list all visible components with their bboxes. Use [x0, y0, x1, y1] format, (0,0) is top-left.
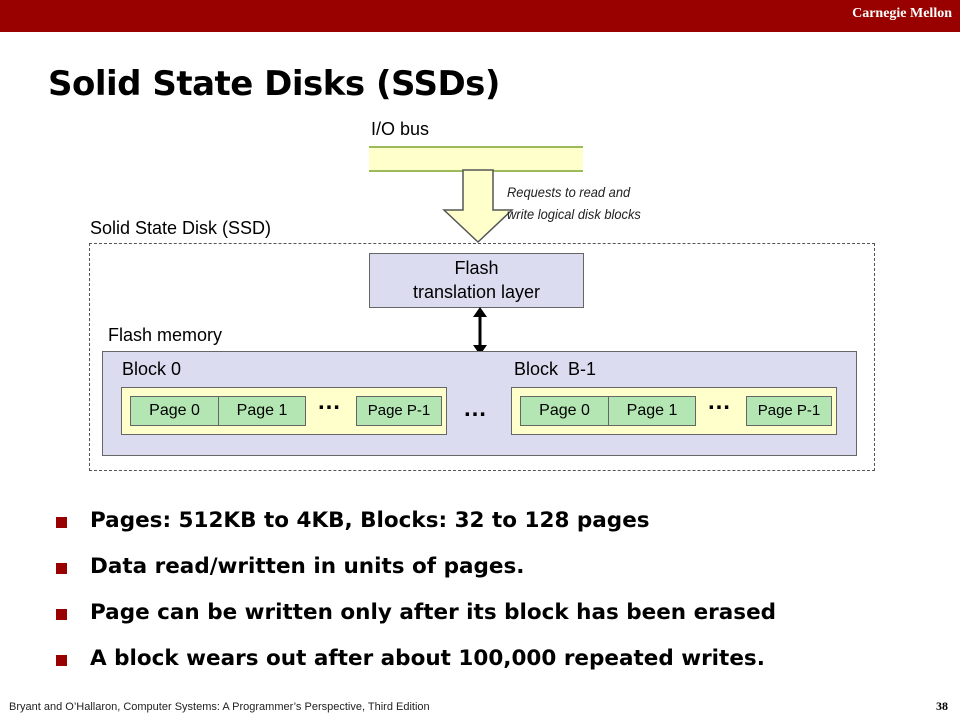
slide-number: 38 [936, 699, 948, 713]
requests-note: Requests to read and write logical disk … [507, 181, 641, 225]
flash-memory-label: Flash memory [108, 325, 223, 345]
page-p-1: Page P-1 [746, 396, 832, 426]
request-arrow [442, 169, 514, 244]
bullet-list: Pages: 512KB to 4KB, Blocks: 32 to 128 p… [56, 508, 776, 692]
block-0-label: Block 0 [122, 359, 182, 379]
bidirectional-arrow [473, 307, 487, 355]
slide-title: Solid State Disks (SSDs) [48, 64, 500, 104]
ftl-line-2: translation layer [412, 282, 541, 302]
bullet-item: Pages: 512KB to 4KB, Blocks: 32 to 128 p… [56, 508, 776, 554]
ssd-label: Solid State Disk (SSD) [90, 218, 272, 238]
bullet-text: Data read/written in units of pages. [90, 554, 525, 579]
block-b-1-label: Block B-1 [514, 359, 597, 379]
io-bus-label: I/O bus [371, 119, 430, 139]
ssd-boundary [89, 243, 875, 471]
requests-note-line-1: Requests to read and [507, 184, 631, 200]
page-1: Page 1 [608, 396, 696, 426]
bullet-square-icon [56, 517, 67, 528]
io-bus [369, 146, 583, 172]
bullet-square-icon [56, 563, 67, 574]
footer-citation: Bryant and O’Hallaron, Computer Systems:… [9, 701, 430, 713]
flash-translation-layer: Flash translation layer [369, 253, 584, 308]
bullet-item: Page can be written only after its block… [56, 600, 776, 646]
bullet-square-icon [56, 609, 67, 620]
requests-note-line-2: write logical disk blocks [507, 206, 641, 222]
page-0: Page 0 [130, 396, 219, 426]
block-0: Page 0 Page 1 … Page P-1 [121, 387, 447, 435]
bullet-item: Data read/written in units of pages. [56, 554, 776, 600]
bullet-square-icon [56, 655, 67, 666]
brand-name: Carnegie Mellon [852, 6, 952, 21]
bullet-text: A block wears out after about 100,000 re… [90, 646, 765, 671]
pages-ellipsis: … [317, 388, 342, 415]
block-b-1: Page 0 Page 1 … Page P-1 [511, 387, 837, 435]
page-0: Page 0 [520, 396, 609, 426]
page-p-1: Page P-1 [356, 396, 442, 426]
pages-ellipsis: … [707, 388, 732, 415]
bullet-text: Page can be written only after its block… [90, 600, 777, 625]
page-1: Page 1 [218, 396, 306, 426]
bullet-text: Pages: 512KB to 4KB, Blocks: 32 to 128 p… [90, 508, 650, 533]
blocks-ellipsis: … [463, 395, 488, 422]
top-banner: Carnegie Mellon [0, 0, 960, 32]
ftl-line-1: Flash [454, 258, 499, 278]
bullet-item: A block wears out after about 100,000 re… [56, 646, 776, 692]
